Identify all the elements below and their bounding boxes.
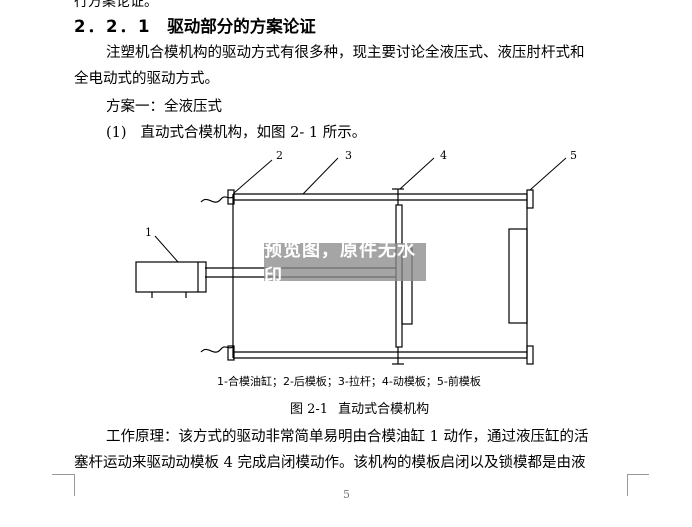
leader-lines [154, 157, 567, 263]
section-heading: 2．2．1 驱动部分的方案论证 [74, 13, 316, 37]
part-label-5: 5 [570, 149, 577, 162]
front-platen [508, 189, 534, 365]
part-label-1: 1 [145, 226, 152, 239]
clamping-cylinder [135, 261, 207, 298]
list-item-index: (1) [106, 125, 127, 141]
figure-number: 图 2-1 [290, 402, 329, 417]
parts-caption: 1-合模油缸；2-后模板；3-拉杆；4-动模板；5-前模板 [217, 375, 481, 388]
scheme-title: 方案一：全液压式 [106, 99, 222, 115]
paragraph2-line2: 塞杆运动来驱动动模板 4 完成启闭模动作。该机构的模板启闭以及锁模都是由液 [74, 455, 586, 471]
part-label-2: 2 [276, 149, 283, 162]
page-number: 5 [343, 488, 350, 501]
figure-caption: 图 2-1 直动式合模机构 [290, 398, 429, 417]
section-title: 驱动部分的方案论证 [167, 17, 316, 36]
margin-corner-right [627, 474, 650, 496]
margin-corner-left-top [52, 474, 74, 475]
previous-page-text: 行方案论证。 [74, 0, 158, 10]
preview-watermark: 预览图，原件无水印 [264, 240, 426, 287]
margin-corner-right-top [627, 474, 649, 475]
list-item-1: (1) 直动式合模机构，如图 2- 1 所示。 [106, 121, 366, 142]
paragraph2-line1: 工作原理：该方式的驱动非常简单易明由合模油缸 1 动作，通过液压缸的活 [106, 429, 589, 445]
paragraph1-line1: 注塑机合模机构的驱动方式有很多种，现主要讨论全液压式、液压肘杆式和 [106, 45, 585, 61]
break-mark-top [200, 196, 234, 203]
part-label-3: 3 [345, 149, 352, 162]
break-mark-bottom [200, 346, 234, 353]
figure-title: 直动式合模机构 [338, 402, 430, 417]
list-item-text: 直动式合模机构，如图 2- 1 所示。 [140, 125, 367, 141]
paragraph1-line2: 全电动式的驱动方式。 [74, 71, 219, 87]
margin-corner-left [52, 474, 75, 496]
section-number: 2．2．1 [74, 17, 152, 36]
part-label-4: 4 [440, 149, 447, 162]
